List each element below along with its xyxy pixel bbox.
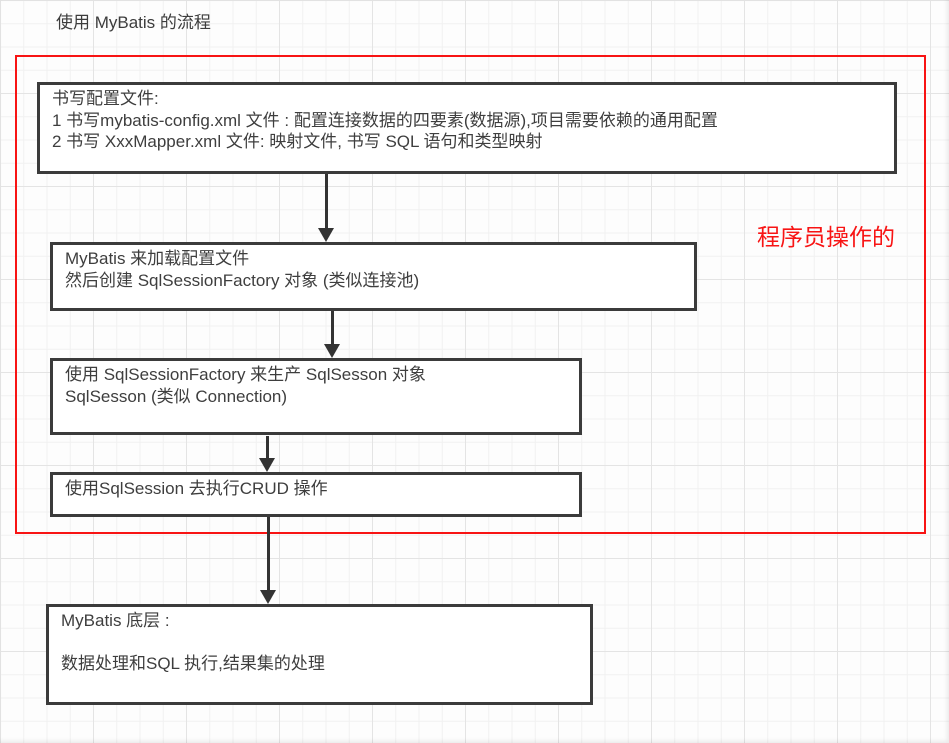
node-text-line: SqlSesson (类似 Connection) (65, 386, 288, 406)
node-text-line: 数据处理和SQL 执行,结果集的处理 (61, 653, 325, 673)
node-text-line: 使用 SqlSessionFactory 来生产 SqlSesson 对象 (65, 365, 426, 384)
node-produce-sqlsession[interactable]: 使用 SqlSessionFactory 来生产 SqlSesson 对象 Sq… (50, 358, 582, 435)
flow-arrow-4[interactable] (260, 517, 277, 604)
flow-arrow-1[interactable] (318, 174, 335, 242)
node-execute-crud[interactable]: 使用SqlSession 去执行CRUD 操作 (50, 472, 582, 517)
programmer-scope-rectangle[interactable] (15, 55, 926, 534)
arrow-shaft (325, 174, 328, 230)
arrowhead-icon (324, 344, 340, 358)
arrow-shaft (267, 517, 270, 592)
node-text-line: 1 书写mybatis-config.xml 文件 : 配置连接数据的四要素(数… (52, 110, 718, 130)
node-load-config[interactable]: MyBatis 来加载配置文件 然后创建 SqlSessionFactory 对… (50, 242, 697, 311)
programmer-scope-label[interactable]: 程序员操作的 (757, 224, 895, 250)
node-text-line: 2 书写 XxxMapper.xml 文件: 映射文件, 书写 SQL 语句和类… (52, 132, 543, 151)
node-text-line: 使用SqlSession 去执行CRUD 操作 (65, 479, 328, 498)
blank-line (61, 632, 578, 653)
diagram-title[interactable]: 使用 MyBatis 的流程 (56, 13, 211, 32)
arrow-shaft (266, 436, 269, 460)
arrowhead-icon (259, 458, 275, 472)
node-write-config-files[interactable]: 书写配置文件: 1 书写mybatis-config.xml 文件 : 配置连接… (37, 82, 897, 174)
node-mybatis-internals[interactable]: MyBatis 底层 : 数据处理和SQL 执行,结果集的处理 (46, 604, 593, 705)
arrow-shaft (331, 311, 334, 346)
node-text-line: 然后创建 SqlSessionFactory 对象 (类似连接池) (65, 270, 420, 290)
node-text-line: 书写配置文件: (52, 89, 159, 108)
node-text-line: MyBatis 底层 : (61, 611, 170, 630)
arrowhead-icon (318, 228, 334, 242)
flow-arrow-2[interactable] (324, 311, 341, 358)
node-text-line: MyBatis 来加载配置文件 (65, 249, 250, 268)
flow-arrow-3[interactable] (259, 436, 276, 472)
arrowhead-icon (260, 590, 276, 604)
